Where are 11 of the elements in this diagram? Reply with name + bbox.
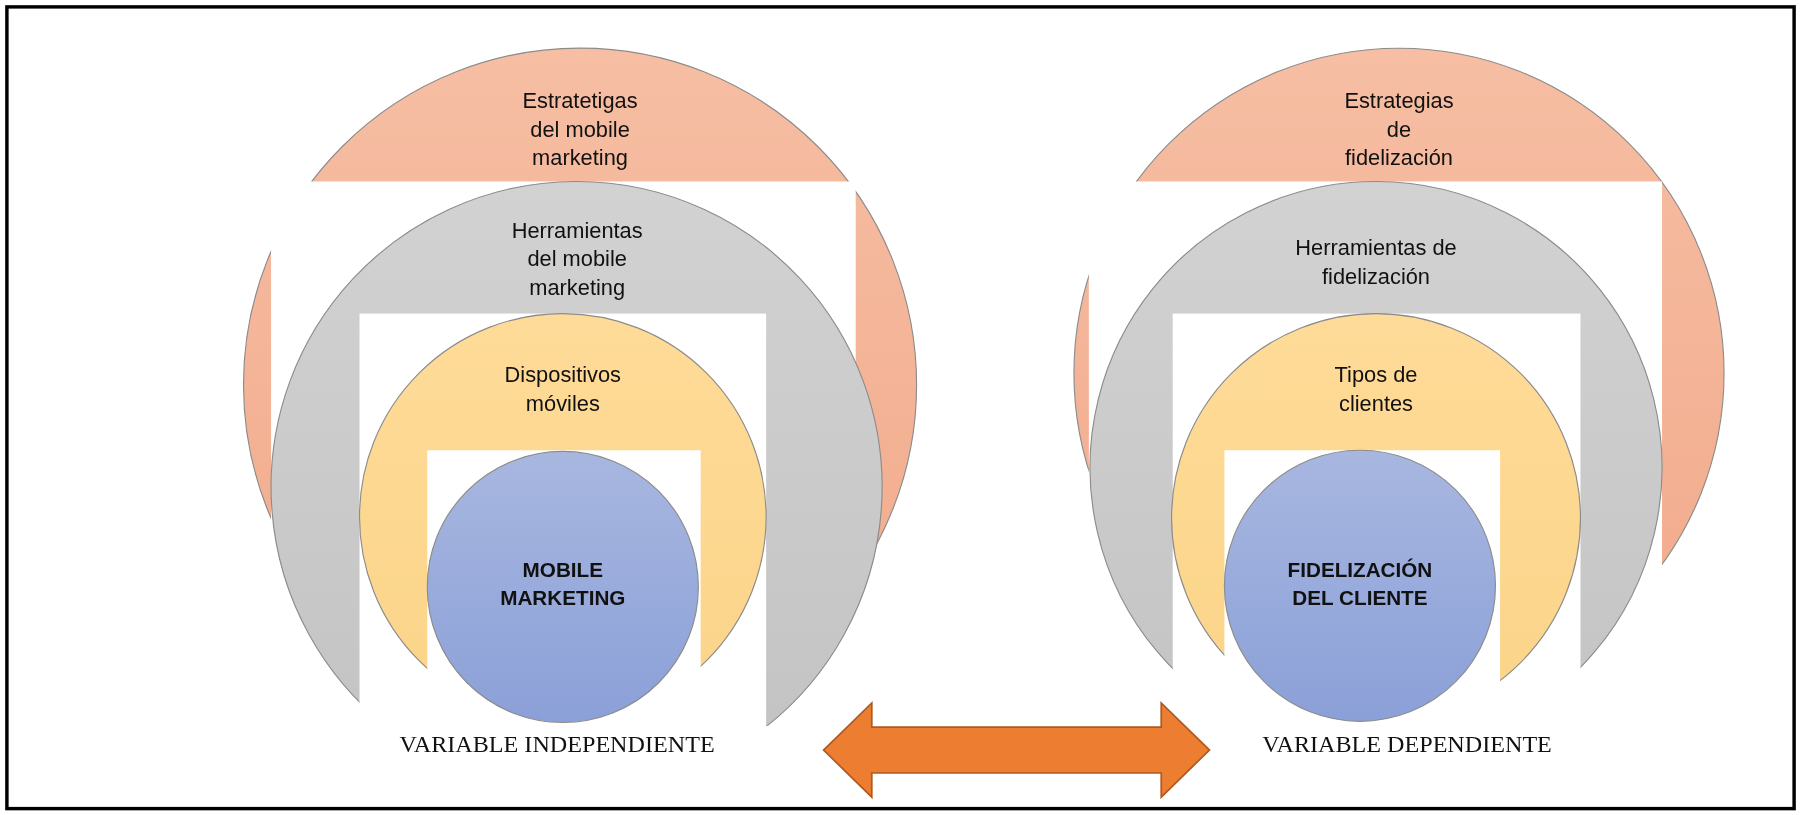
arch-label: Herramientas de fidelización bbox=[1294, 234, 1458, 291]
circle-label: MOBILE MARKETING bbox=[499, 557, 627, 612]
arch-label: Estrategias de fidelización bbox=[1343, 87, 1455, 172]
arch-label: Dispositivos móviles bbox=[503, 361, 623, 418]
arch-label: Herramientas del mobile marketing bbox=[510, 217, 644, 302]
variable-label: VARIABLE DEPENDIENTE bbox=[1261, 730, 1553, 760]
circle-label: FIDELIZACIÓN DEL CLIENTE bbox=[1286, 557, 1434, 612]
arch-label: Estratetigas del mobile marketing bbox=[521, 87, 639, 172]
variable-label: VARIABLE INDEPENDIENTE bbox=[398, 730, 716, 760]
arch-label: Tipos de clientes bbox=[1333, 361, 1419, 418]
double-arrow bbox=[822, 700, 1211, 800]
